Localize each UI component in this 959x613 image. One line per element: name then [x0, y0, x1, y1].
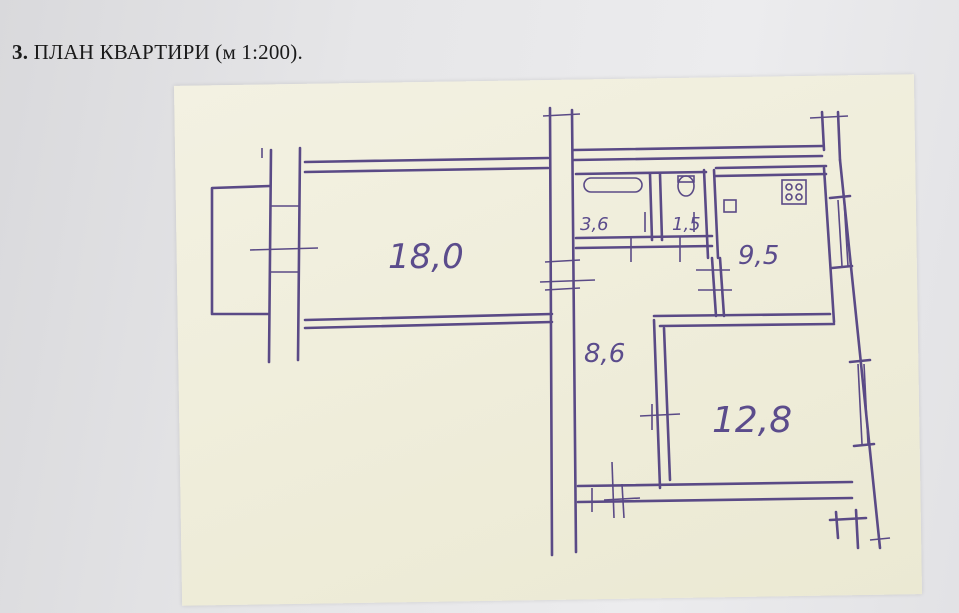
- bathroom-block: [574, 170, 714, 262]
- exterior-wall-right: [822, 158, 891, 550]
- area-label-bathroom: 3,6: [580, 214, 609, 235]
- page-heading: 3. ПЛАН КВАРТИРИ (м 1:200).: [12, 40, 303, 65]
- exterior-wall-left: [249, 146, 319, 364]
- area-label-wc: 1,5: [672, 214, 701, 235]
- wc-block: [677, 168, 720, 262]
- bedroom-block: [639, 312, 836, 490]
- balcony: [210, 184, 272, 316]
- heading-number: 3.: [12, 40, 29, 64]
- heading-text: ПЛАН КВАРТИРИ (м 1:200).: [33, 40, 303, 64]
- bottom-wall: [576, 461, 868, 550]
- area-label-living-room: 18,0: [388, 237, 464, 277]
- area-label-kitchen: 9,5: [738, 241, 779, 271]
- central-wall: [539, 106, 596, 557]
- area-label-hall: 8,6: [584, 339, 625, 369]
- top-wall-right: [572, 110, 849, 162]
- kitchen-block: [696, 164, 828, 318]
- living-room-walls: [303, 156, 554, 330]
- area-label-bedroom: 12,8: [712, 400, 792, 441]
